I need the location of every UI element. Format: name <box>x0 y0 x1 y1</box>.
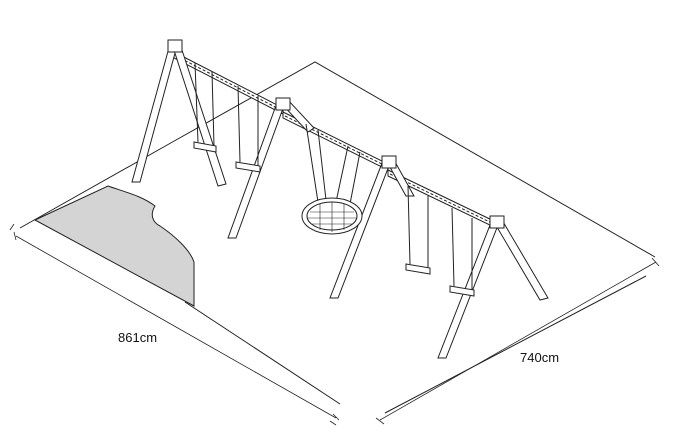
safety-area-outline <box>19 61 656 414</box>
width-dimension-label: 740cm <box>520 350 560 365</box>
swing-seat-left-2 <box>235 85 261 173</box>
dimension-line-length <box>9 223 340 426</box>
a-frame-left <box>131 39 227 187</box>
swing-seat-left-1 <box>193 62 217 153</box>
a-frame-middle-right <box>329 155 415 299</box>
nest-swing <box>301 123 363 235</box>
dimension-line-width <box>375 257 660 425</box>
swing-seat-right-1 <box>405 185 431 275</box>
sand-area <box>33 185 195 307</box>
swing-seat-right-2 <box>449 207 475 297</box>
length-dimension-label: 861cm <box>118 330 158 345</box>
